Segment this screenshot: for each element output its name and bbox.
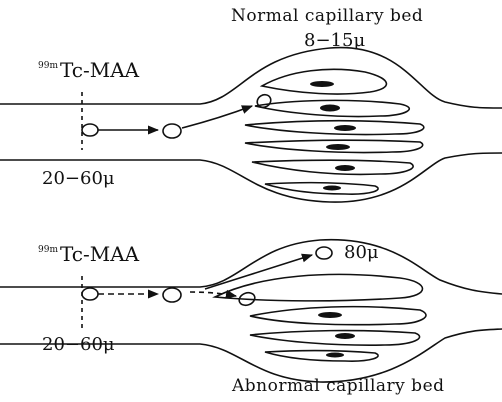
large-shunt-particle bbox=[316, 247, 332, 259]
trapped-particle bbox=[335, 165, 355, 171]
capillary-loop bbox=[250, 331, 420, 346]
trapped-particle bbox=[318, 312, 342, 318]
capillary-size-label: 8−15μ bbox=[304, 32, 365, 50]
isotope-superscript: 99m bbox=[38, 245, 58, 255]
trapped-particle bbox=[326, 353, 344, 358]
trapped-particle bbox=[334, 125, 356, 131]
tracer-name: Tc-MAA bbox=[60, 58, 139, 82]
trapped-particle bbox=[310, 81, 334, 87]
particle-size-label-bottom: 20−60μ bbox=[42, 336, 115, 354]
normal-capillary-bed-title: Normal capillary bed bbox=[231, 8, 423, 25]
trapped-particle bbox=[326, 144, 350, 150]
isotope-superscript: 99m bbox=[38, 61, 58, 71]
maa-particle bbox=[82, 288, 98, 300]
capillary-loop bbox=[265, 183, 378, 194]
trapped-particle bbox=[320, 105, 340, 112]
maa-particle bbox=[163, 124, 181, 138]
shunt-particle-size-label: 80μ bbox=[344, 244, 379, 262]
trapped-particle bbox=[335, 333, 355, 339]
maa-particle bbox=[82, 124, 98, 136]
flow-arrow bbox=[190, 292, 236, 296]
capillary-loop bbox=[252, 160, 413, 174]
capillary-loop bbox=[265, 351, 378, 362]
maa-particle bbox=[163, 288, 181, 302]
flow-arrow bbox=[182, 106, 252, 128]
capillary-loop bbox=[215, 274, 423, 300]
abnormal-capillary-bed-title: Abnormal capillary bed bbox=[232, 378, 445, 395]
tracer-name: Tc-MAA bbox=[60, 242, 139, 266]
particle-size-label-top: 20−60μ bbox=[42, 170, 115, 188]
trapped-particle bbox=[323, 186, 341, 191]
